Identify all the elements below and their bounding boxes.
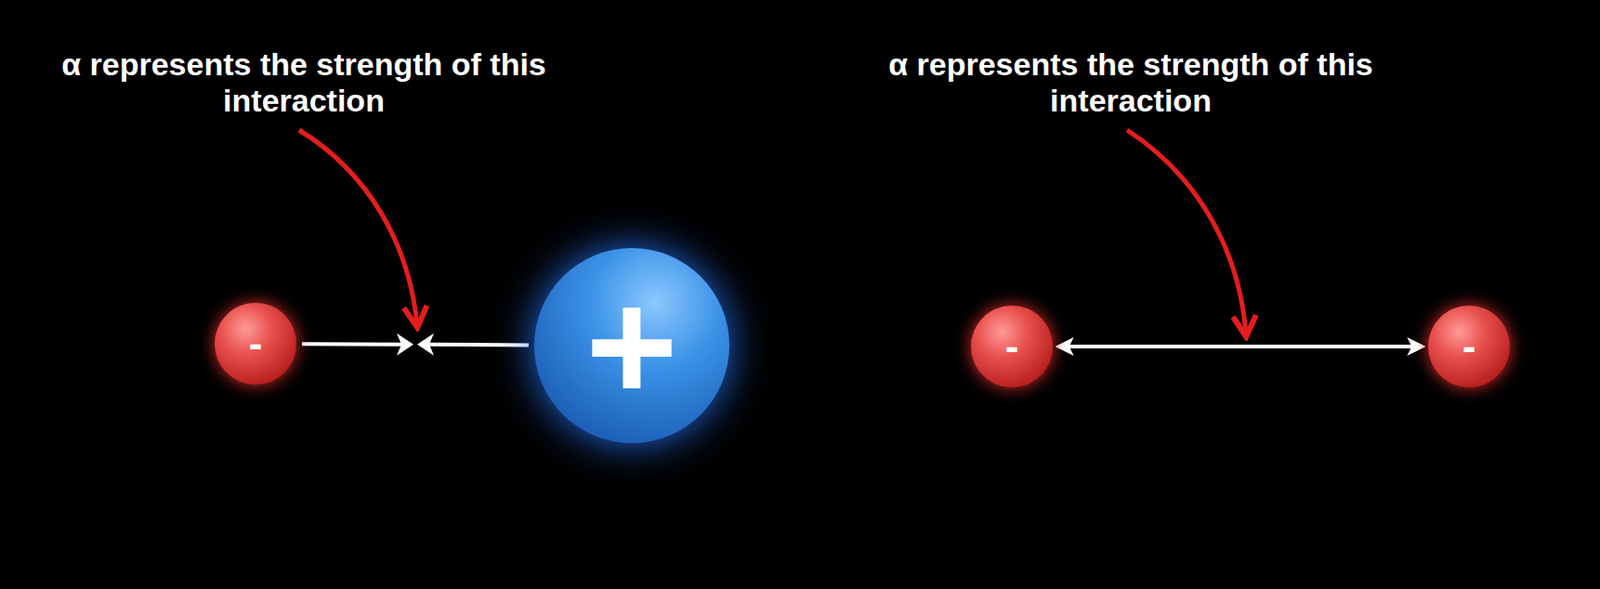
- particle-fill: [970, 305, 1053, 388]
- force-arrow: [1058, 344, 1423, 349]
- mid-arrowhead: [417, 333, 434, 356]
- particle-fill: [1428, 305, 1510, 388]
- particle-fill: [214, 302, 297, 385]
- charge-sign: -: [1462, 326, 1477, 368]
- callout-arrow: [1127, 130, 1246, 335]
- electron-circle: -: [214, 302, 297, 385]
- force-arrow: [301, 343, 529, 345]
- proton-circle: +: [534, 248, 730, 444]
- callout-text: α represents the strength of this intera…: [870, 46, 1391, 119]
- callout-text: α represents the strength of this intera…: [43, 46, 564, 119]
- electron-circle: -: [1428, 305, 1510, 388]
- charge-sign: -: [1005, 326, 1020, 368]
- particle-fill: [534, 248, 730, 444]
- electron-circle: -: [970, 305, 1053, 388]
- callout-arrow: [299, 130, 418, 326]
- mid-arrowhead: [396, 333, 414, 356]
- charge-sign: +: [585, 266, 678, 425]
- charge-sign: -: [249, 323, 263, 365]
